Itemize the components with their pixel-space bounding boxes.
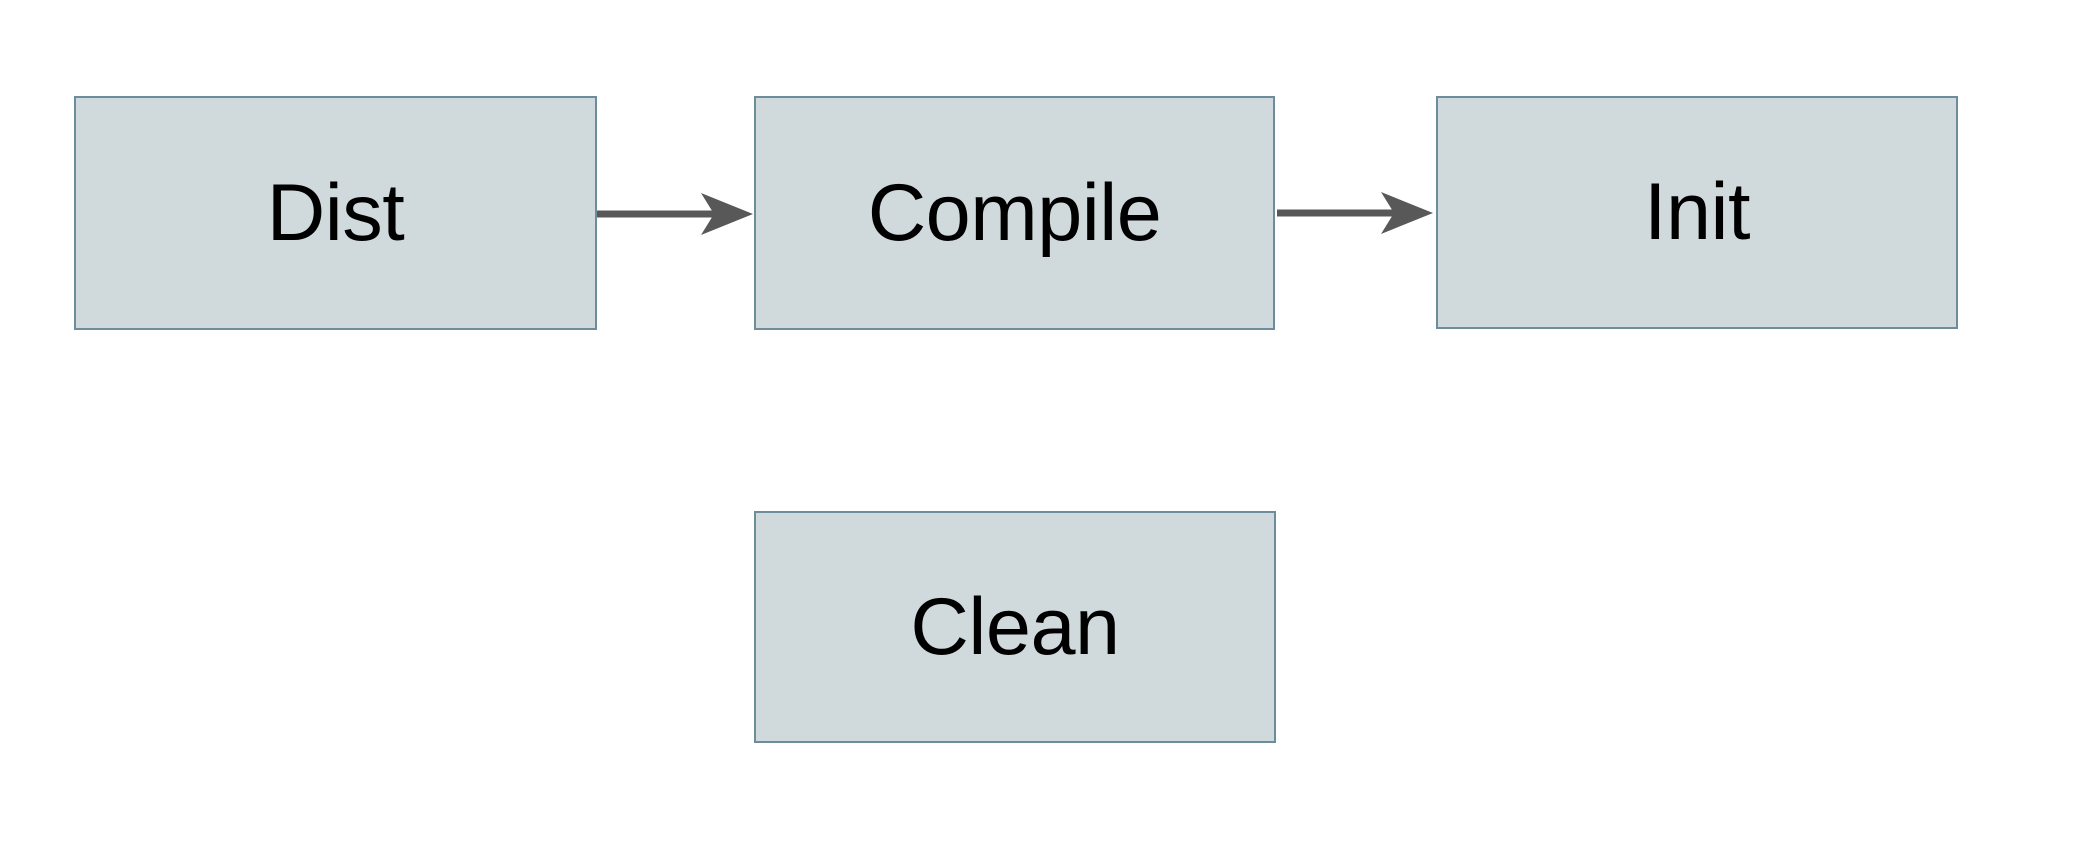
edge-dist-to-compile[interactable] (597, 190, 757, 238)
node-clean[interactable]: Clean (754, 511, 1276, 743)
edge-compile-to-init[interactable] (1277, 189, 1437, 237)
node-dist-label: Dist (266, 167, 405, 258)
node-compile-label: Compile (867, 167, 1162, 258)
node-clean-label: Clean (910, 581, 1120, 672)
node-compile[interactable]: Compile (754, 96, 1275, 330)
node-init[interactable]: Init (1436, 96, 1958, 329)
node-init-label: Init (1643, 167, 1751, 257)
node-dist[interactable]: Dist (74, 96, 597, 330)
